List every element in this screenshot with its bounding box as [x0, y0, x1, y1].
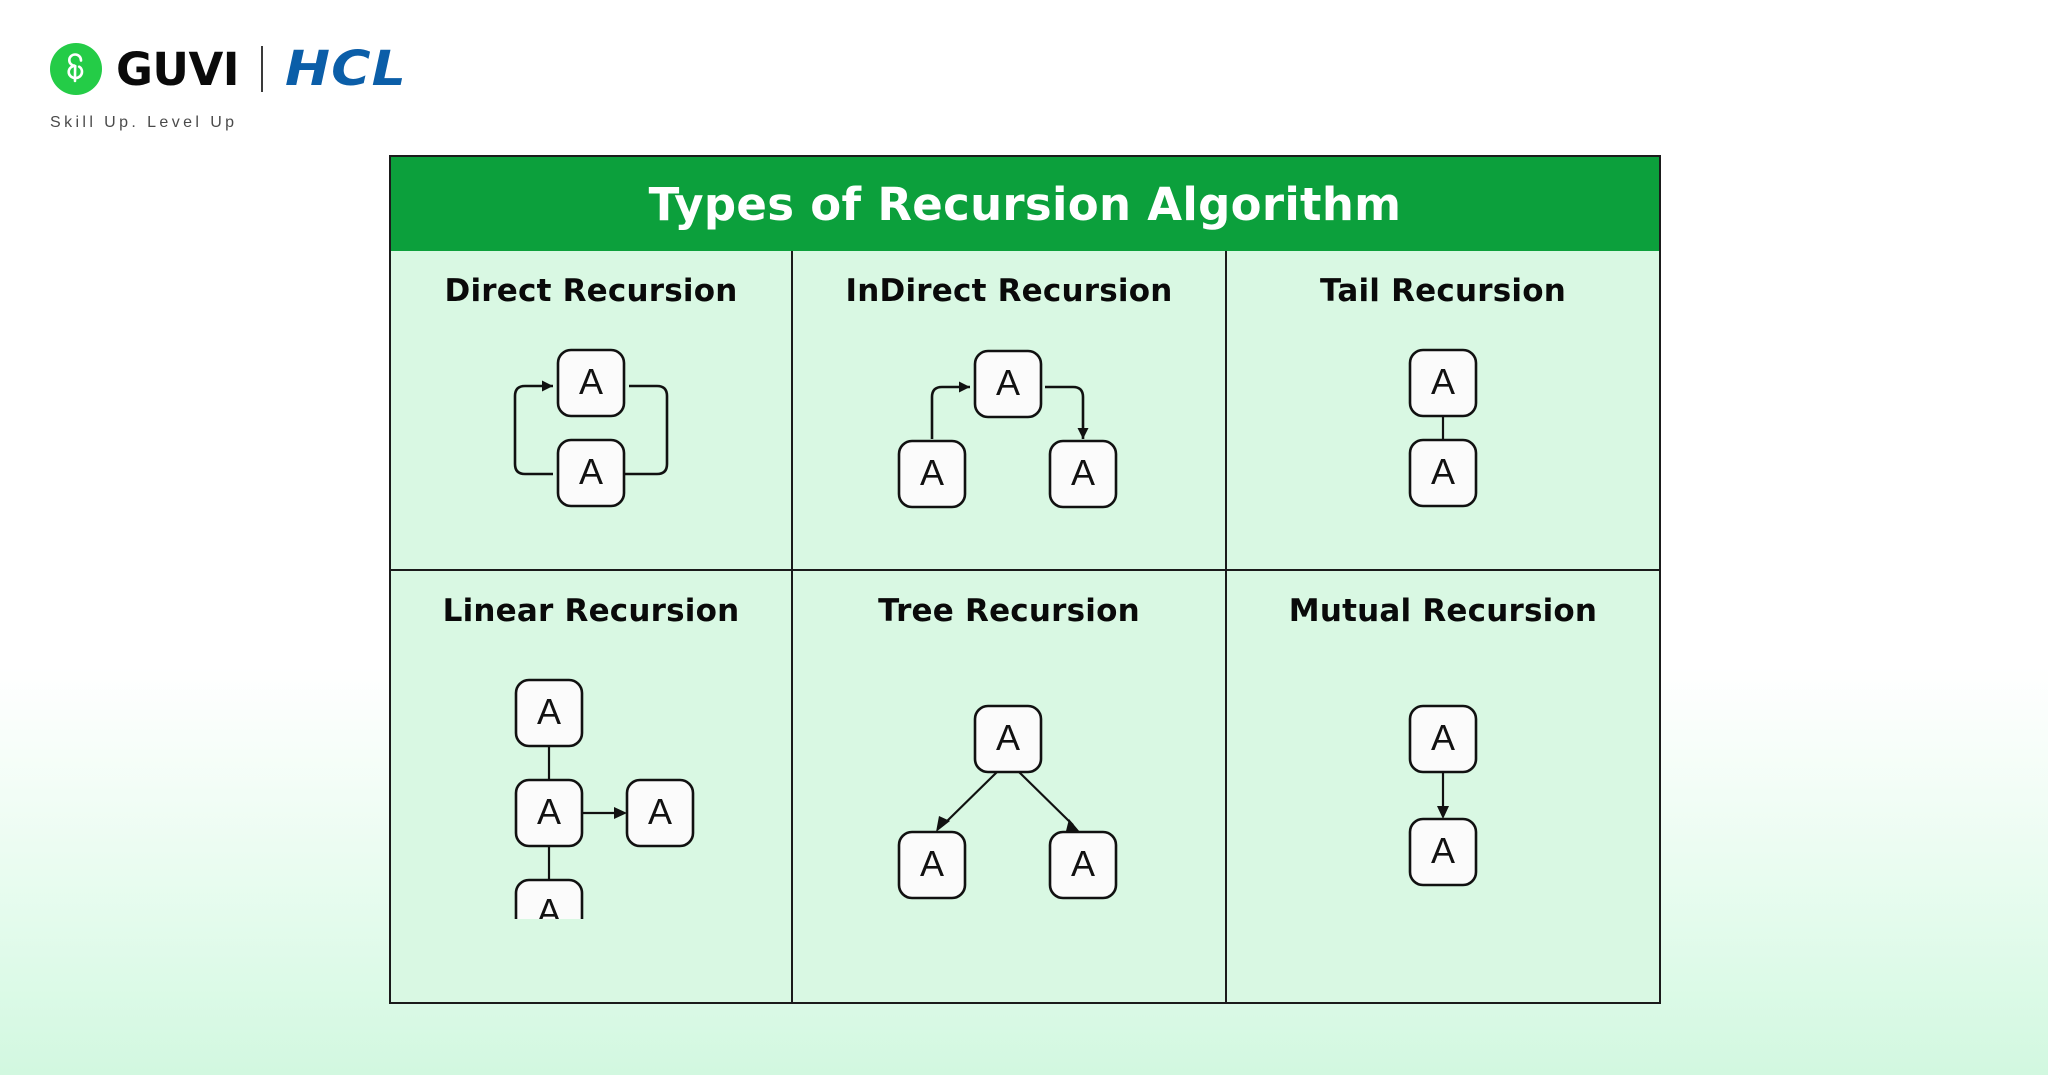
cell-direct-recursion: Direct Recursion A A: [391, 251, 791, 569]
cell-title: Tree Recursion: [878, 593, 1140, 629]
brand-logos: GUVI HCL: [50, 38, 406, 100]
svg-text:A: A: [1431, 717, 1455, 758]
brand-tagline: Skill Up. Level Up: [50, 114, 238, 131]
diagram-direct-recursion: A A: [391, 309, 791, 569]
cell-title: InDirect Recursion: [845, 273, 1173, 309]
diagram-linear-recursion: A A A A: [391, 629, 791, 1002]
svg-text:A: A: [996, 362, 1020, 403]
cell-title: Mutual Recursion: [1288, 593, 1598, 629]
cell-tail-recursion: Tail Recursion A A: [1225, 251, 1659, 569]
svg-text:A: A: [537, 691, 561, 732]
brand-divider: [261, 46, 264, 92]
table-header: Types of Recursion Algorithm: [391, 157, 1659, 251]
svg-text:A: A: [920, 452, 944, 493]
table-row: Direct Recursion A A: [391, 251, 1659, 569]
svg-text:A: A: [1431, 451, 1455, 492]
svg-text:A: A: [920, 843, 944, 884]
svg-text:A: A: [996, 717, 1020, 758]
brand-bar: GUVI HCL Skill Up. Level Up: [50, 38, 406, 132]
cell-title: Tail Recursion: [1320, 273, 1566, 309]
diagram-indirect-recursion: A A A: [793, 309, 1225, 569]
svg-text:A: A: [1071, 452, 1095, 493]
svg-text:A: A: [1071, 843, 1095, 884]
table-body: Direct Recursion A A: [391, 251, 1659, 1002]
cell-linear-recursion: Linear Recursion A A: [391, 569, 791, 1002]
cell-tree-recursion: Tree Recursion A A: [791, 569, 1225, 1002]
svg-text:A: A: [579, 361, 603, 402]
cell-title: Linear Recursion: [442, 593, 740, 629]
diagram-tree-recursion: A A A: [793, 629, 1225, 1002]
svg-text:A: A: [1431, 830, 1455, 871]
svg-text:A: A: [579, 451, 603, 492]
guvi-wordmark: GUVI: [116, 42, 240, 96]
guvi-logo-icon: [50, 43, 102, 95]
hcl-wordmark: HCL: [285, 41, 408, 97]
diagram-tail-recursion: A A: [1227, 309, 1659, 569]
recursion-types-table: Types of Recursion Algorithm Direct Recu…: [389, 155, 1661, 1004]
cell-title: Direct Recursion: [444, 273, 738, 309]
cell-indirect-recursion: InDirect Recursion A A: [791, 251, 1225, 569]
svg-text:A: A: [1431, 361, 1455, 402]
diagram-mutual-recursion: A A: [1227, 629, 1659, 1002]
svg-text:A: A: [648, 791, 672, 832]
table-row: Linear Recursion A A: [391, 569, 1659, 1002]
svg-text:A: A: [537, 791, 561, 832]
svg-text:A: A: [537, 891, 561, 919]
cell-mutual-recursion: Mutual Recursion A A: [1225, 569, 1659, 1002]
page-title: Types of Recursion Algorithm: [648, 177, 1402, 231]
